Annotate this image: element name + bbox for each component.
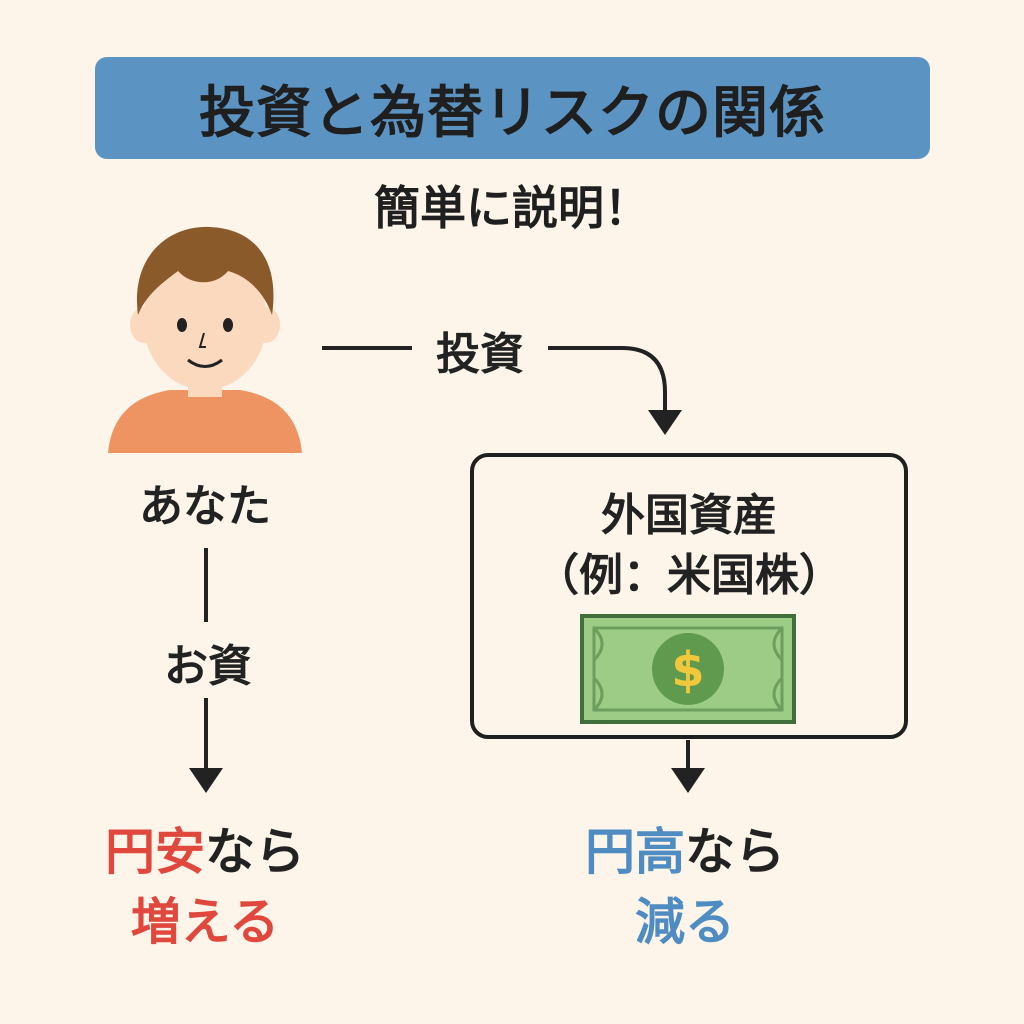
outcome-left-line1-rest: なら: [205, 823, 305, 881]
invest-label: 投資: [436, 329, 524, 380]
yen-strong-highlight: 円高: [585, 823, 685, 881]
dollar-bill-icon: $: [580, 614, 796, 724]
subtitle: 簡単に説明！: [374, 181, 650, 235]
outcome-left-line1: 円安なら: [70, 812, 340, 884]
asset-title: 外国資産: [601, 490, 777, 541]
asset-example: （例：米国株）: [535, 550, 843, 601]
title-banner: 投資と為替リスクの関係: [95, 57, 930, 159]
outcome-left-line2: 増える: [130, 893, 280, 951]
yen-weak-highlight: 円安: [105, 823, 205, 881]
invest-arrowhead: [648, 410, 682, 435]
asset-arrowhead: [671, 768, 705, 793]
svg-text:$: $: [671, 642, 704, 698]
person-icon: [108, 226, 302, 453]
outcome-right-line1: 円高なら: [540, 812, 830, 884]
foreign-asset-box: 外国資産 （例：米国株）: [470, 453, 908, 739]
money-arrowhead: [189, 768, 223, 793]
outcome-right-line2: 減る: [635, 893, 735, 951]
title: 投資と為替リスクの関係: [199, 80, 826, 146]
money-label: お資: [164, 641, 252, 692]
person-label: あなた: [139, 481, 271, 532]
outcome-right-line1-rest: なら: [685, 823, 785, 881]
invest-line-right: [548, 346, 667, 412]
